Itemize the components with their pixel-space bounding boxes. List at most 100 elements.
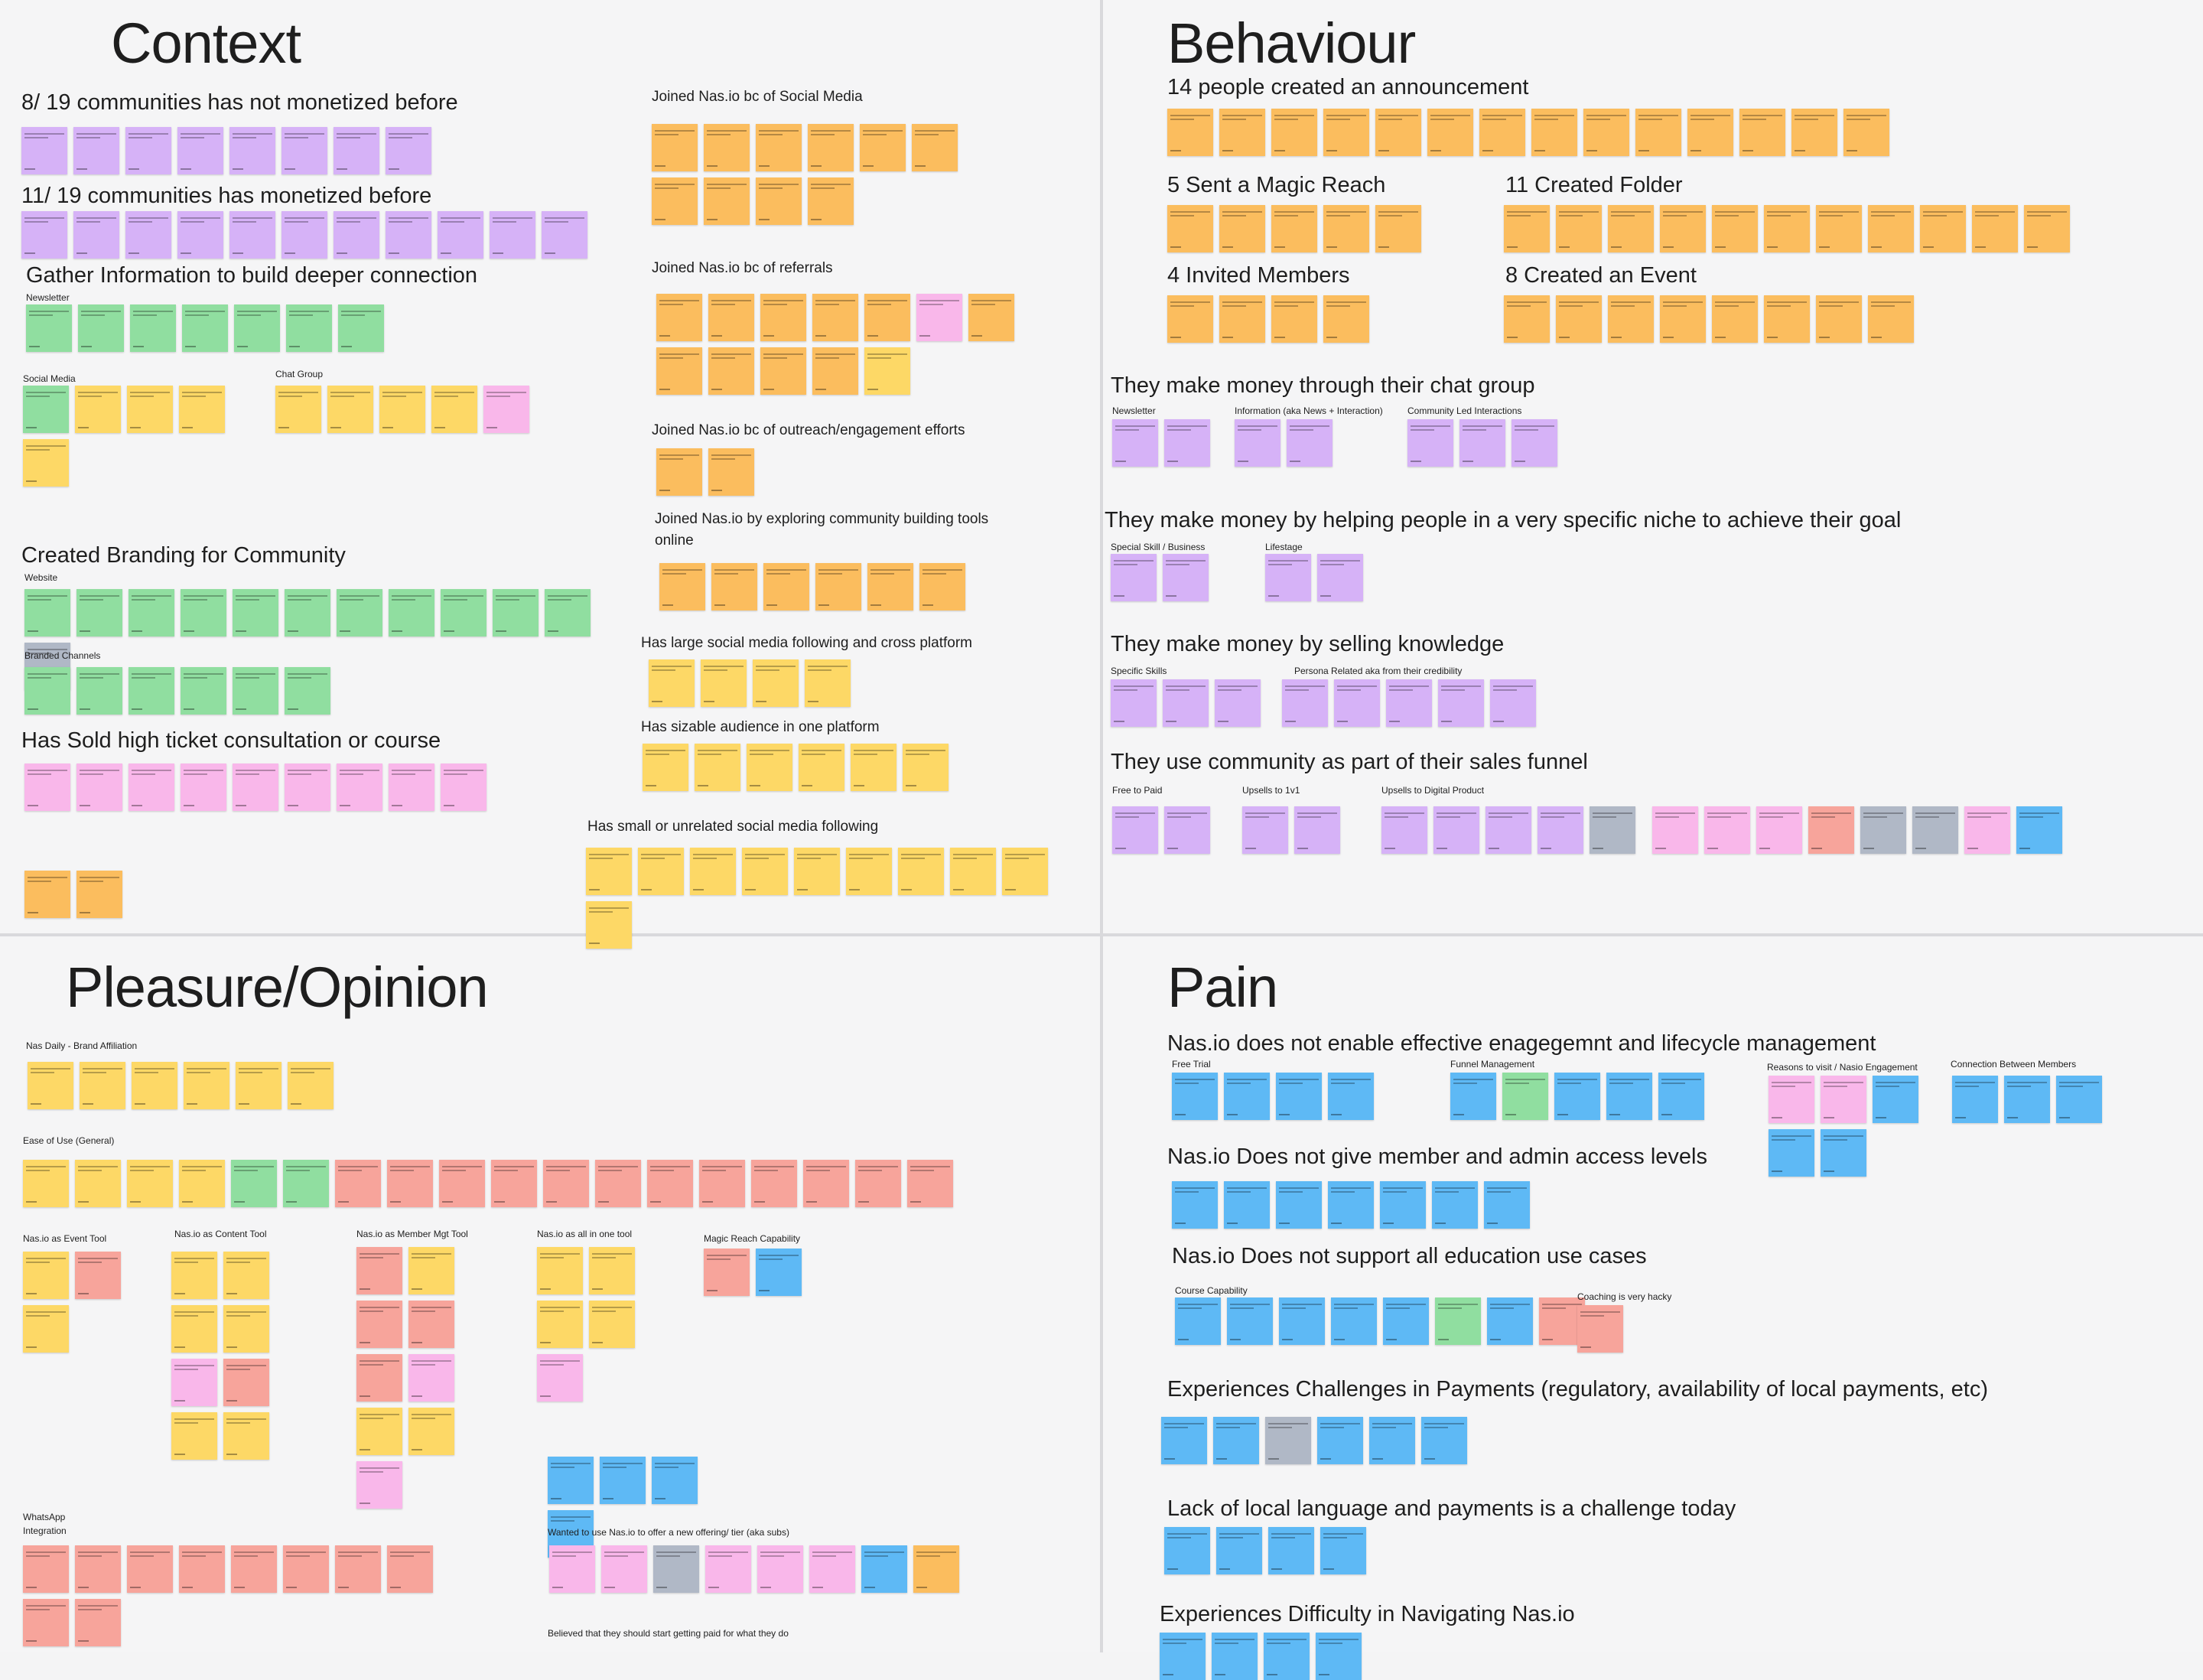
sticky-note[interactable] [1172,1181,1218,1229]
sticky-note[interactable] [1764,295,1810,343]
sticky-note[interactable] [1658,1073,1704,1120]
sticky-note[interactable] [916,294,962,341]
sticky-note[interactable] [408,1354,454,1402]
sticky-note[interactable] [23,386,69,433]
sticky-note[interactable] [283,1545,329,1593]
sticky-note[interactable] [1163,679,1209,727]
sticky-note[interactable] [690,848,736,895]
sticky-note[interactable] [851,744,896,791]
sticky-note[interactable] [1164,806,1210,854]
sticky-note[interactable] [229,127,275,174]
sticky-note[interactable] [1479,109,1525,156]
sticky-note[interactable] [695,744,740,791]
sticky-note[interactable] [234,304,280,352]
sticky-note[interactable] [1111,554,1157,601]
sticky-note[interactable] [335,1545,381,1593]
sticky-note[interactable] [1161,1417,1207,1464]
sticky-note[interactable] [1427,109,1473,156]
sticky-note[interactable] [171,1359,217,1406]
sticky-note[interactable] [1271,205,1317,252]
sticky-note[interactable] [1791,109,1837,156]
sticky-note[interactable] [338,304,384,352]
sticky-note[interactable] [1583,109,1629,156]
sticky-note[interactable] [21,127,67,174]
sticky-note[interactable] [1212,1633,1258,1680]
sticky-note[interactable] [1769,1129,1814,1177]
sticky-note[interactable] [1164,419,1210,467]
sticky-note[interactable] [389,589,434,637]
sticky-note[interactable] [586,901,632,949]
sticky-note[interactable] [1167,295,1213,343]
sticky-note[interactable] [799,744,844,791]
sticky-note[interactable] [1816,205,1862,252]
sticky-note[interactable] [1964,806,2010,854]
sticky-note[interactable] [1450,1073,1496,1120]
sticky-note[interactable] [130,304,176,352]
sticky-note[interactable] [864,347,910,395]
sticky-note[interactable] [285,763,330,811]
sticky-note[interactable] [281,127,327,174]
sticky-note[interactable] [763,563,809,610]
sticky-note[interactable] [236,1062,281,1109]
sticky-note[interactable] [1282,679,1328,727]
sticky-note[interactable] [1175,1297,1221,1345]
sticky-note[interactable] [1369,1417,1415,1464]
sticky-note[interactable] [659,563,705,610]
sticky-note[interactable] [1317,554,1363,601]
sticky-note[interactable] [1952,1076,1998,1123]
sticky-note[interactable] [756,1249,802,1296]
sticky-note[interactable] [846,848,892,895]
sticky-note[interactable] [1502,1073,1548,1120]
sticky-note[interactable] [1287,419,1333,467]
sticky-note[interactable] [1608,295,1654,343]
sticky-note[interactable] [699,1160,745,1207]
sticky-note[interactable] [179,1160,225,1207]
sticky-note[interactable] [537,1247,583,1294]
sticky-note[interactable] [78,304,124,352]
sticky-note[interactable] [26,304,72,352]
sticky-note[interactable] [75,386,121,433]
sticky-note[interactable] [1756,806,1802,854]
sticky-note[interactable] [638,848,684,895]
sticky-note[interactable] [867,563,913,610]
sticky-note[interactable] [431,386,477,433]
sticky-note[interactable] [1660,205,1706,252]
sticky-note[interactable] [1769,1076,1814,1123]
sticky-note[interactable] [1972,205,2018,252]
sticky-note[interactable] [1687,109,1733,156]
sticky-note[interactable] [1484,1181,1530,1229]
sticky-note[interactable] [708,347,754,395]
sticky-note[interactable] [1438,679,1484,727]
sticky-note[interactable] [1512,419,1557,467]
sticky-note[interactable] [1873,1076,1918,1123]
sticky-note[interactable] [704,124,750,171]
sticky-note[interactable] [184,1062,229,1109]
sticky-note[interactable] [129,763,174,811]
sticky-note[interactable] [1227,1297,1273,1345]
sticky-note[interactable] [1279,1297,1325,1345]
sticky-note[interactable] [129,589,174,637]
sticky-note[interactable] [23,1160,69,1207]
sticky-note[interactable] [1265,554,1311,601]
sticky-note[interactable] [179,1545,225,1593]
sticky-note[interactable] [1487,1297,1533,1345]
sticky-note[interactable] [76,589,122,637]
sticky-note[interactable] [439,1160,485,1207]
sticky-note[interactable] [1490,679,1536,727]
sticky-note[interactable] [656,294,702,341]
sticky-note[interactable] [704,1249,750,1296]
sticky-note[interactable] [1608,205,1654,252]
sticky-note[interactable] [808,177,854,225]
sticky-note[interactable] [127,386,173,433]
sticky-note[interactable] [1111,679,1157,727]
sticky-note[interactable] [75,1252,121,1299]
sticky-note[interactable] [652,1457,698,1504]
sticky-note[interactable] [805,659,851,707]
sticky-note[interactable] [223,1305,269,1353]
sticky-note[interactable] [950,848,996,895]
sticky-note[interactable] [334,127,379,174]
sticky-note[interactable] [491,1160,537,1207]
sticky-note[interactable] [356,1408,402,1455]
sticky-note[interactable] [1294,806,1340,854]
sticky-note[interactable] [182,304,228,352]
